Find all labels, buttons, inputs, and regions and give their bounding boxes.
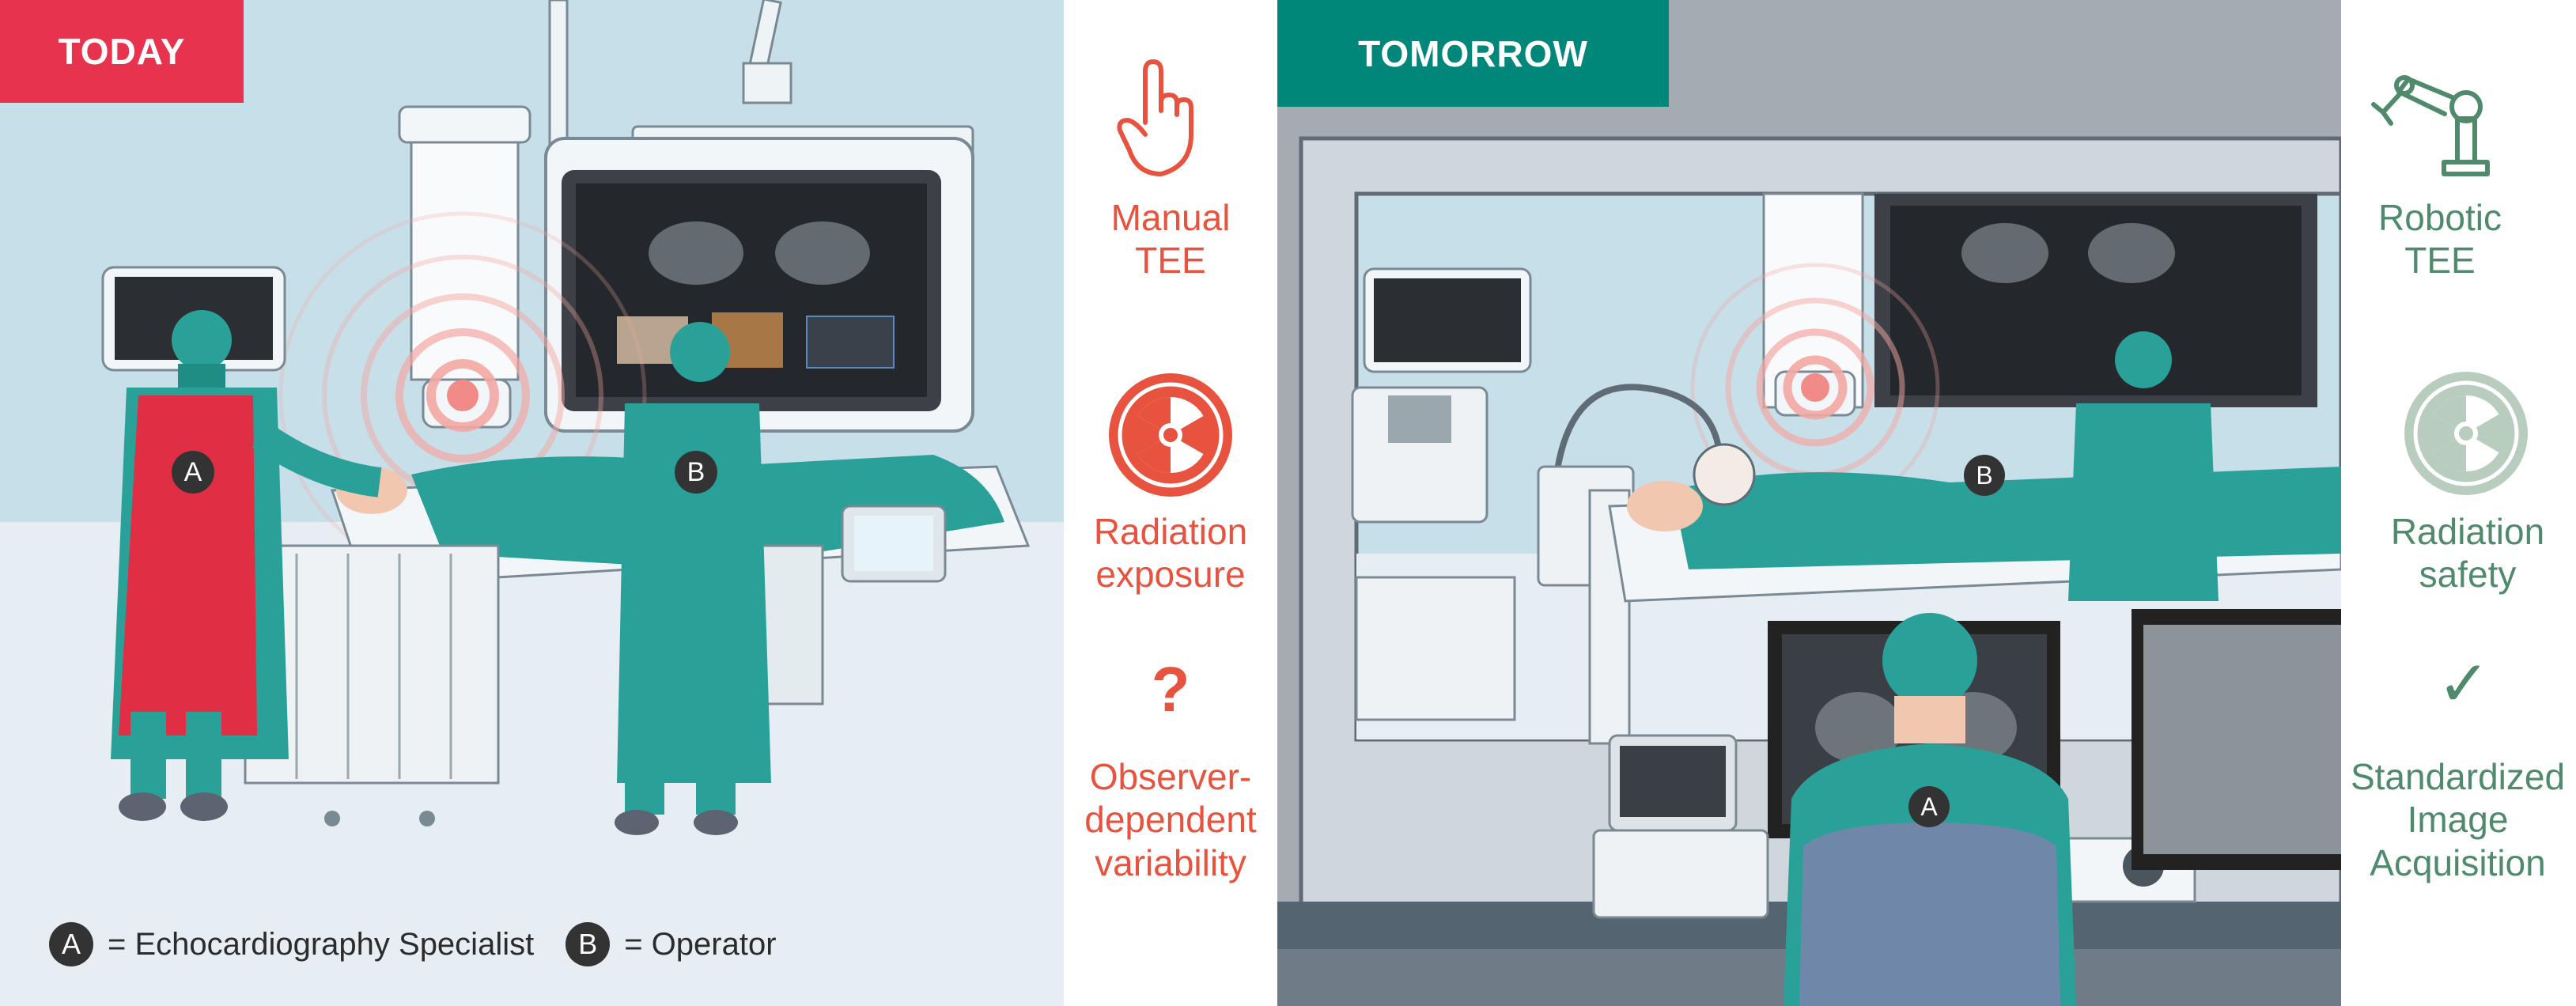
observer-variability-label: Observer- dependent variability xyxy=(1084,756,1257,883)
legend-b-marker: B xyxy=(566,922,611,966)
radiation-safety-icon xyxy=(2404,372,2528,495)
person-a-marker: A xyxy=(172,451,214,494)
robot-arm-icon xyxy=(2371,75,2490,176)
tomorrow-person-a-label: A xyxy=(1920,792,1938,821)
tomorrow-tag-label: TOMORROW xyxy=(1358,32,1588,74)
today-tag: TODAY xyxy=(0,0,244,103)
person-b-marker: B xyxy=(675,451,717,494)
tomorrow-person-b-label: B xyxy=(1976,460,1993,490)
hand-pointer-icon xyxy=(1117,59,1193,176)
legend: A = Echocardiography Specialist B = Oper… xyxy=(49,919,777,970)
tomorrow-tag: TOMORROW xyxy=(1277,0,1669,107)
tomorrow-scene xyxy=(1277,0,2341,1006)
radiation-exposure-label: Radiation exposure xyxy=(1093,511,1248,596)
checkmark-icon: ✓ xyxy=(2437,649,2491,719)
radiation-icon xyxy=(1109,373,1232,497)
robotic-tee-label: Robotic TEE xyxy=(2378,197,2502,282)
legend-a-text: = Echocardiography Specialist xyxy=(108,926,535,962)
manual-tee-label: Manual TEE xyxy=(1110,197,1231,282)
person-a-label: A xyxy=(183,456,202,487)
today-tag-label: TODAY xyxy=(58,31,186,72)
legend-a-marker: A xyxy=(49,922,93,966)
tomorrow-person-a-marker: A xyxy=(1908,786,1950,827)
tomorrow-person-b-marker: B xyxy=(1964,455,2005,496)
question-mark-icon: ? xyxy=(1151,654,1190,724)
legend-b-text: = Operator xyxy=(624,926,777,962)
radiation-safety-label: Radiation safety xyxy=(2390,511,2545,596)
person-b-label: B xyxy=(687,456,705,487)
standardized-acquisition-label: Standardized Image Acquisition xyxy=(2350,756,2566,883)
today-scene xyxy=(0,0,1064,1006)
